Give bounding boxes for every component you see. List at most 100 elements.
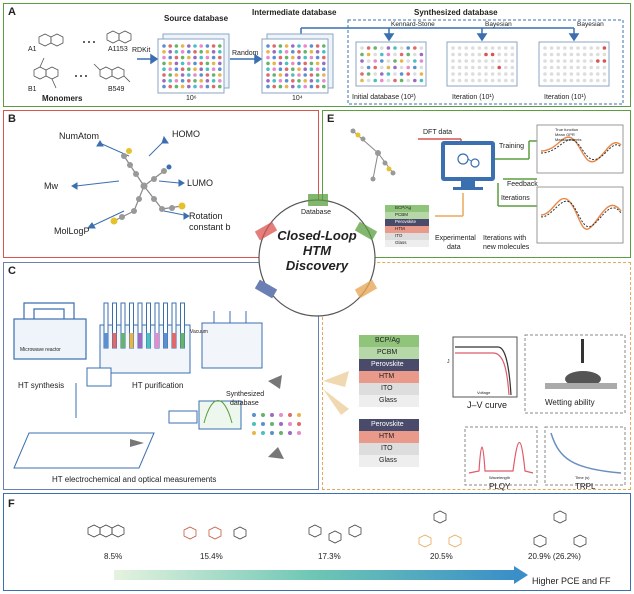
well-dot <box>543 46 547 50</box>
panel-c: C Microwave reactor HT synthesis HT puri… <box>3 262 319 490</box>
well-dot <box>297 73 301 77</box>
well-dot <box>360 52 364 57</box>
well-dot <box>187 61 191 66</box>
well-dot <box>315 61 320 66</box>
stack-e-layer-0: BCP/Ag <box>395 205 412 210</box>
well-dot <box>187 67 191 71</box>
device-stack-2 <box>359 419 419 467</box>
synth-db-dot <box>252 431 256 435</box>
well-dot <box>162 67 166 71</box>
well-dot <box>497 78 502 83</box>
well-dot <box>549 72 554 76</box>
panel-f-label: F <box>8 498 15 510</box>
well-dot <box>380 65 384 70</box>
tube-fill <box>138 333 142 348</box>
synth-db-dot <box>297 431 301 435</box>
well-dot <box>168 67 172 71</box>
well-dot <box>303 84 308 89</box>
well-dot <box>193 84 197 89</box>
well-dot <box>199 67 203 71</box>
wetting-label: Wetting ability <box>545 398 595 407</box>
well-dot <box>393 78 397 83</box>
well-dot <box>187 44 191 48</box>
well-dot <box>464 59 469 63</box>
well-dot <box>205 44 210 48</box>
well-dot <box>413 46 417 50</box>
pce-value-1: 8.5% <box>104 552 123 561</box>
well-dot <box>205 84 210 89</box>
synth-db-dot <box>288 422 292 426</box>
panel-a: A A1 A1153 B1 B549 Monomers RDKit Random… <box>3 3 631 107</box>
well-dot <box>576 78 580 83</box>
well-dot <box>602 52 607 57</box>
device-stack-e <box>385 205 429 247</box>
well-dot <box>180 73 185 77</box>
well-dot <box>589 52 593 57</box>
well-dot <box>193 79 197 83</box>
well-dot <box>360 78 364 83</box>
well-dot <box>380 46 384 50</box>
gp-plot-top <box>536 124 624 174</box>
well-dot <box>419 65 424 70</box>
well-dot <box>168 44 172 48</box>
panel-b: B NumAtom HOMO Mw LUMO MolLogP Rotation … <box>3 110 319 258</box>
well-dot <box>477 78 482 83</box>
panel-e: E DFT data Training Feedback Iterations … <box>322 110 631 258</box>
well-dot <box>419 46 424 50</box>
well-dot <box>272 73 277 77</box>
well-dot <box>419 59 424 63</box>
synth-db-dot <box>270 413 274 417</box>
measurement-plate <box>13 432 155 469</box>
synth-db-dot <box>252 422 256 426</box>
vacuum-label: Vacuum <box>190 329 208 335</box>
well-dot <box>174 67 179 71</box>
panel-d: D BCP/Ag PCBM Perovskite HTM ITO Glass P… <box>322 262 631 491</box>
well-dot <box>510 46 515 50</box>
well-dot <box>413 65 417 70</box>
well-dot <box>291 73 295 77</box>
well-dot <box>218 84 222 89</box>
well-dot <box>366 72 371 76</box>
well-dot <box>419 52 424 57</box>
center-title-line-2: HTM <box>302 243 332 258</box>
well-dot <box>360 65 364 70</box>
well-dot <box>457 52 462 57</box>
well-dot <box>490 59 495 63</box>
stack-e-layer-3: HTM <box>395 226 405 231</box>
well-dot <box>399 46 404 50</box>
well-dot <box>563 72 567 76</box>
well-dot <box>291 50 295 54</box>
purification-rack <box>99 302 191 374</box>
well-dot <box>569 65 574 70</box>
well-dot <box>576 59 580 63</box>
jv-y-label: J <box>447 359 450 365</box>
well-dot <box>199 79 203 83</box>
jv-x-label: Voltage <box>477 390 491 395</box>
droplet <box>545 339 617 389</box>
well-dot <box>484 65 488 70</box>
iteration-label-2: Iteration (10¹) <box>544 94 587 101</box>
well-dot <box>284 55 289 60</box>
well-dot <box>413 59 417 63</box>
well-dot <box>471 59 475 63</box>
stack2-layer-3: Glass <box>379 457 397 464</box>
tube-fill <box>121 333 125 348</box>
well-dot <box>266 73 270 77</box>
well-dot <box>582 59 587 63</box>
synth-db-dot <box>279 422 283 426</box>
well-dot <box>218 79 222 83</box>
monomers-title: Monomers <box>42 94 83 103</box>
well-dot <box>556 52 560 57</box>
well-dot <box>205 73 210 77</box>
well-dot <box>504 59 508 63</box>
well-dot <box>193 44 197 48</box>
well-dot <box>180 50 185 54</box>
well-dot <box>180 55 185 60</box>
well-dot <box>272 79 277 83</box>
stack1-layer-2: Perovskite <box>371 361 404 368</box>
well-dot <box>309 55 314 60</box>
pce-arrow-label: Higher PCE and FF <box>532 576 611 586</box>
well-dot <box>569 78 574 83</box>
well-dot <box>322 84 326 89</box>
well-dot <box>211 84 216 89</box>
